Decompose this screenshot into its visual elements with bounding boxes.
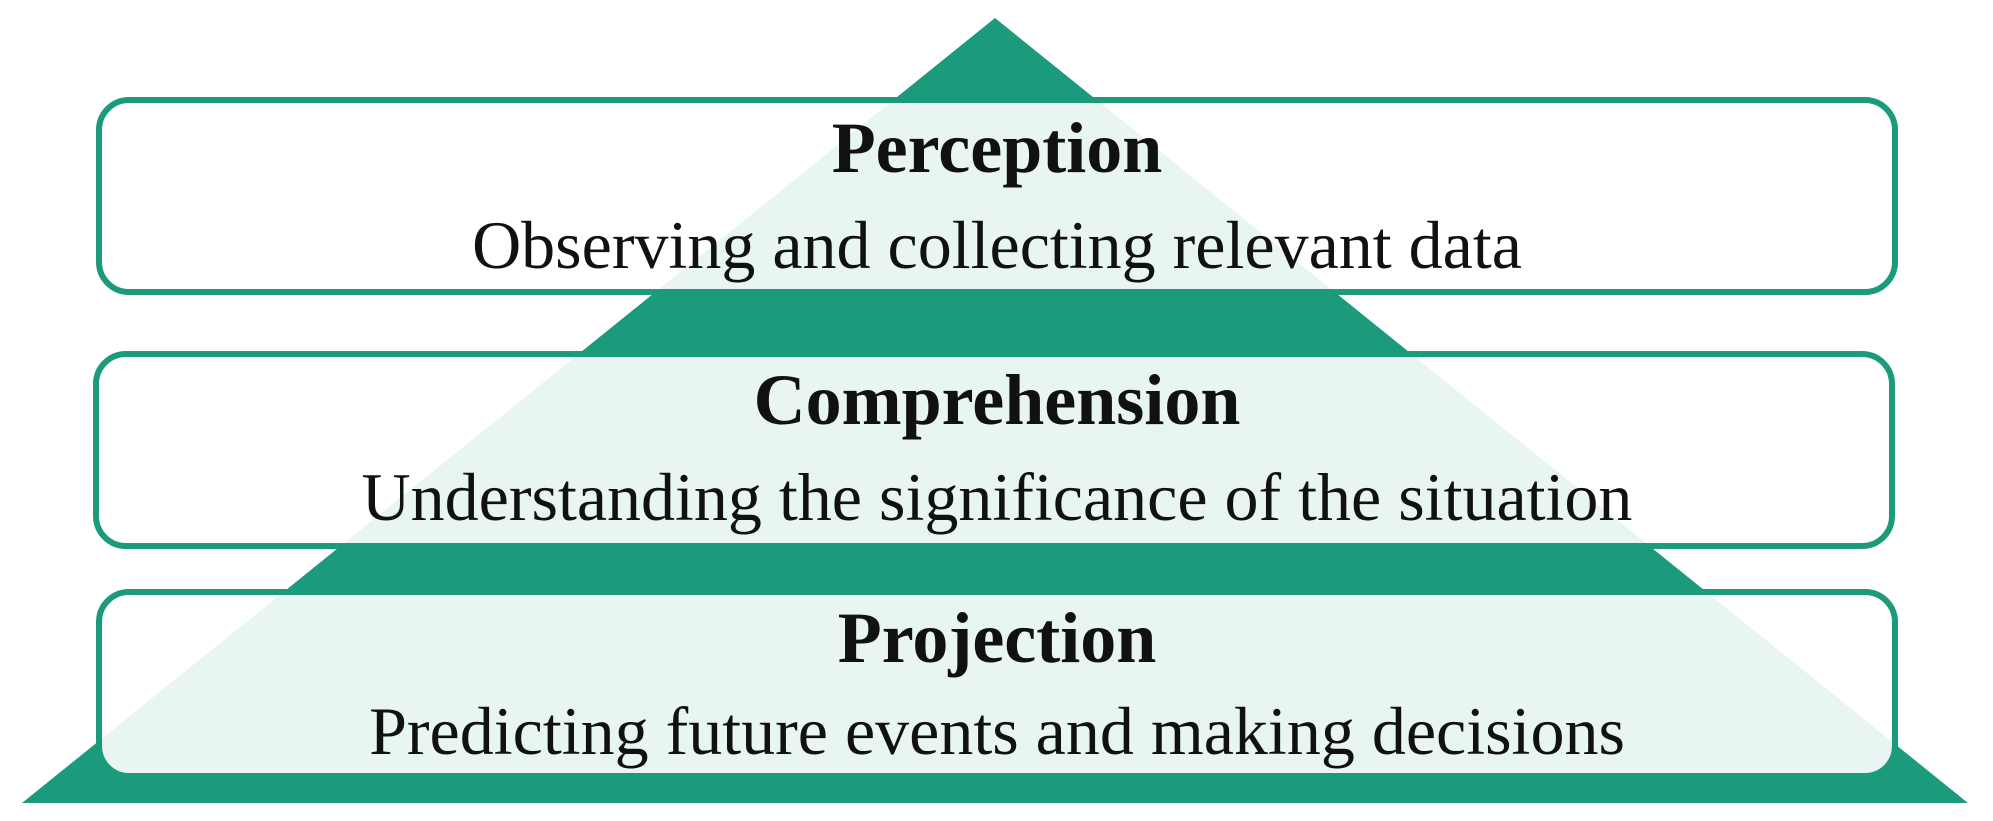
level-band (96, 589, 1898, 779)
level-perception: Perception Observing and collecting rele… (96, 97, 1898, 295)
level-band (93, 351, 1895, 549)
level-title: Perception (832, 108, 1163, 188)
level-band (96, 97, 1898, 295)
level-title: Projection (838, 598, 1157, 678)
level-description: Understanding the significance of the si… (362, 459, 1633, 535)
level-description: Observing and collecting relevant data (472, 207, 1522, 283)
level-projection: Projection Predicting future events and … (96, 589, 1898, 779)
level-comprehension: Comprehension Understanding the signific… (93, 351, 1895, 549)
level-title: Comprehension (754, 360, 1241, 440)
level-description: Predicting future events and making deci… (369, 693, 1625, 769)
